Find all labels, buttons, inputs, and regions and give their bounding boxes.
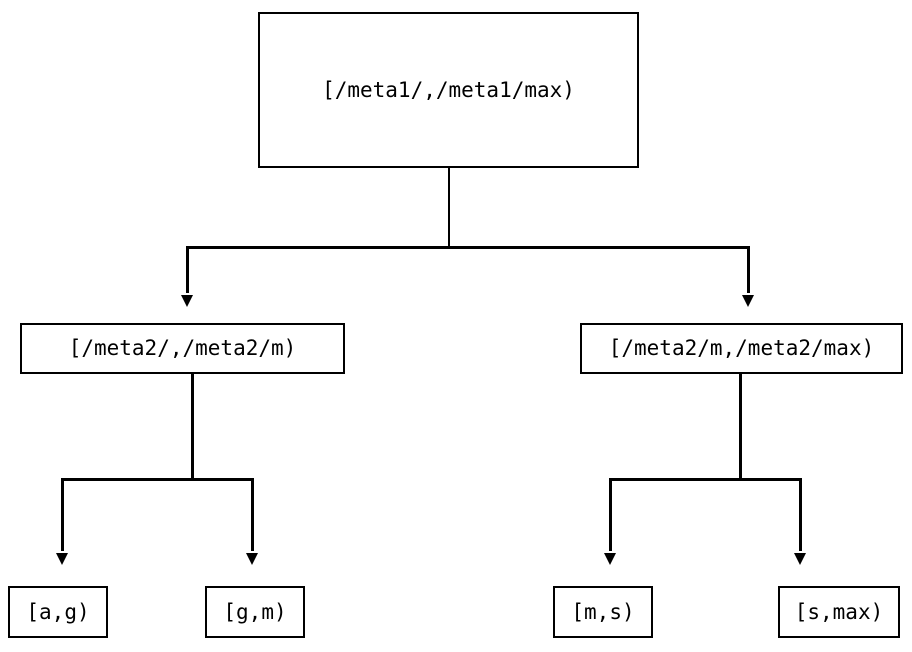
edge-mid-right-stem	[739, 374, 742, 479]
tree-node-mid-left-label: [/meta2/,/meta2/m)	[68, 336, 297, 360]
edge-mid-left-to-leaf-2	[251, 478, 254, 551]
edge-mid-right-to-leaf-3	[609, 478, 612, 551]
tree-node-leaf-3: [m,s)	[553, 586, 653, 638]
edge-root-distribution-bar	[187, 246, 749, 249]
edge-root-stem	[447, 168, 450, 247]
edge-root-to-mid-right	[747, 246, 750, 293]
tree-node-root-label: [/meta1/,/meta1/max)	[322, 77, 575, 102]
arrowhead-mid-right-to-leaf-4-icon	[794, 553, 806, 565]
tree-node-mid-right-label: [/meta2/m,/meta2/max)	[608, 336, 875, 360]
edge-mid-left-stem	[191, 374, 194, 479]
edge-root-to-mid-left	[186, 246, 189, 293]
tree-node-leaf-2-label: [g,m)	[223, 599, 287, 624]
arrowhead-mid-left-to-leaf-2-icon	[246, 553, 258, 565]
tree-node-mid-right: [/meta2/m,/meta2/max)	[580, 323, 903, 374]
arrowhead-mid-right-to-leaf-3-icon	[604, 553, 616, 565]
edge-mid-left-distribution-bar	[62, 478, 254, 481]
tree-node-leaf-1-label: [a,g)	[26, 599, 90, 624]
arrowhead-mid-left-to-leaf-1-icon	[56, 553, 68, 565]
edge-mid-right-to-leaf-4	[799, 478, 802, 551]
tree-node-leaf-3-label: [m,s)	[571, 599, 635, 624]
arrowhead-root-to-mid-left-icon	[181, 295, 193, 307]
arrowhead-root-to-mid-right-icon	[742, 295, 754, 307]
edge-mid-left-to-leaf-1	[61, 478, 64, 551]
tree-node-leaf-4: [s,max)	[778, 586, 900, 638]
tree-node-leaf-4-label: [s,max)	[794, 599, 884, 624]
tree-node-leaf-2: [g,m)	[205, 586, 305, 638]
tree-node-root: [/meta1/,/meta1/max)	[258, 12, 639, 168]
edge-mid-right-distribution-bar	[610, 478, 802, 481]
tree-node-leaf-1: [a,g)	[8, 586, 108, 638]
tree-node-mid-left: [/meta2/,/meta2/m)	[20, 323, 345, 374]
